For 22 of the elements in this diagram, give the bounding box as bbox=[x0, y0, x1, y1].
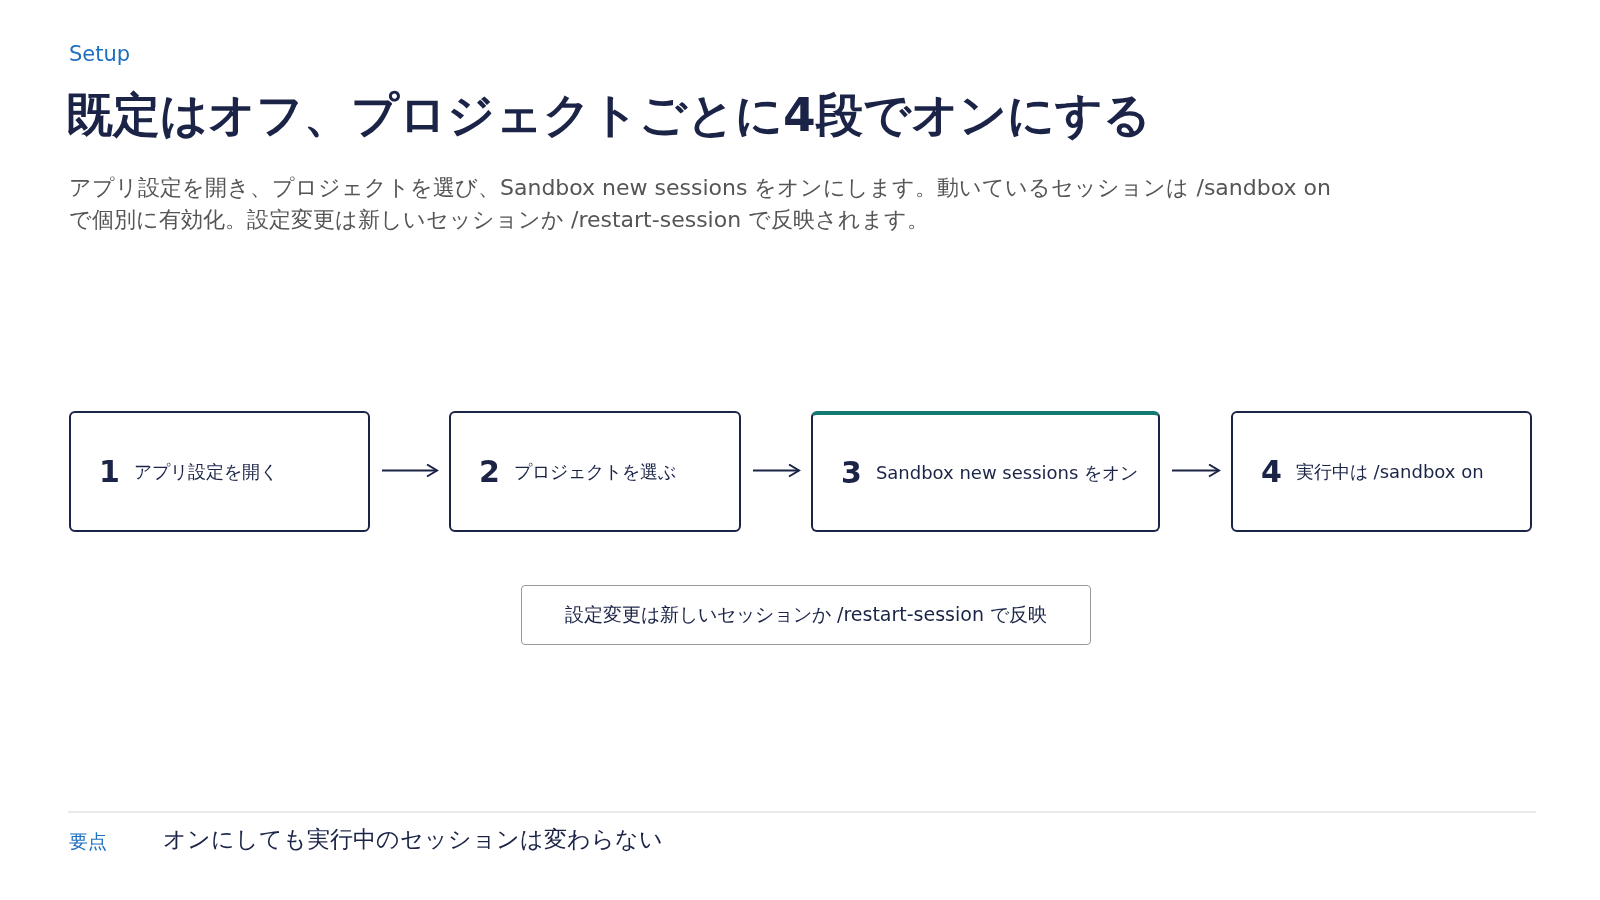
key-point-text: オンにしても実行中のセッションは変わらない bbox=[163, 825, 663, 854]
note-box bbox=[521, 585, 1091, 645]
step-number: 2 bbox=[479, 454, 500, 489]
step-box bbox=[69, 411, 370, 532]
step-box bbox=[449, 411, 741, 532]
section-label: Setup bbox=[69, 42, 131, 66]
step-label: Sandbox new sessions をオン bbox=[875, 460, 1139, 485]
arrow bbox=[752, 463, 800, 478]
step-number: 1 bbox=[99, 454, 120, 489]
step-box bbox=[1231, 411, 1532, 532]
step-number: 4 bbox=[1261, 454, 1282, 489]
step-label: アプリ設定を開く bbox=[133, 459, 278, 484]
arrow bbox=[381, 463, 438, 478]
step-number: 3 bbox=[841, 455, 862, 490]
step-label: 実行中は /sandbox on bbox=[1295, 459, 1484, 484]
step-box bbox=[811, 411, 1160, 532]
subtitle-text: アプリ設定を開き、プロジェクトを選び、Sandbox new sessions をオンにします。動いているセッションは /sandbox on で個別に有効化。設定変更は新しいセッションか /restart-session で反映されます。 bbox=[69, 174, 1332, 234]
step-label: 設定変更は新しいセッションか /restart-session で反映 bbox=[565, 602, 1047, 627]
arrow bbox=[1171, 463, 1220, 478]
step-label: プロジェクトを選ぶ bbox=[513, 459, 676, 484]
title-text: 既定はオフ、プロジェクトごとに4段でオンにする bbox=[66, 86, 1151, 144]
key-point-label: 要点 bbox=[69, 829, 107, 854]
